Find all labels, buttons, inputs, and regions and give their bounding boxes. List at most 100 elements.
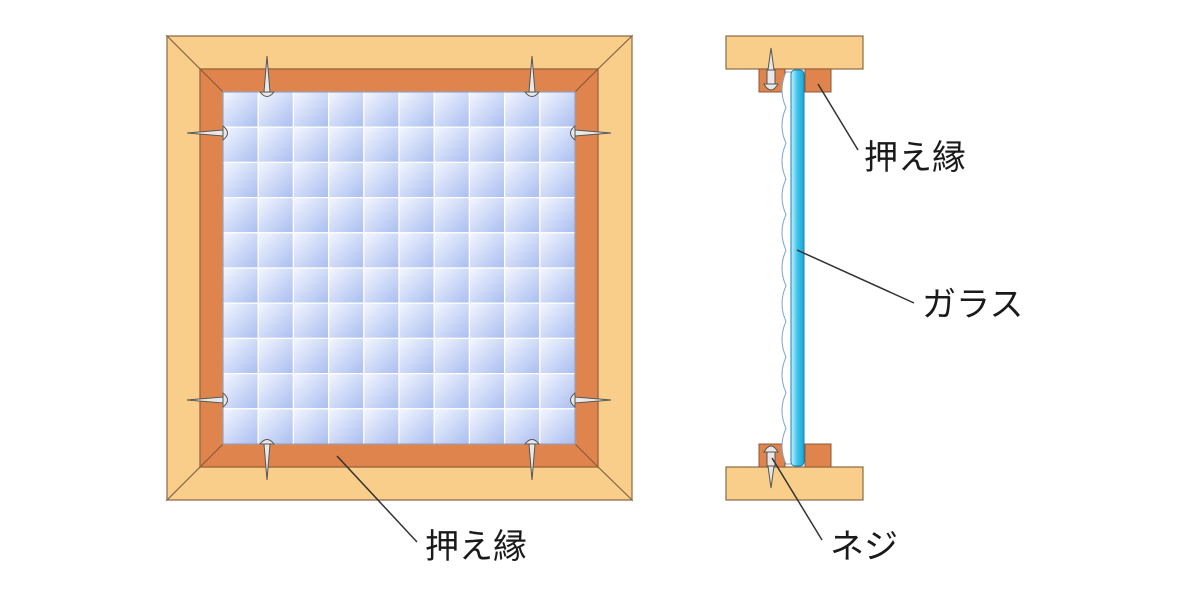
glass-tile xyxy=(257,91,295,128)
glass-tile xyxy=(433,161,471,199)
front-screws xyxy=(186,55,612,481)
glass-leader xyxy=(796,249,915,304)
screw-icon xyxy=(186,124,228,142)
glass-tile xyxy=(222,373,259,410)
glass-tile xyxy=(292,161,330,199)
front-stop-molding-label: 押え縁 xyxy=(425,527,527,567)
screw-icon xyxy=(258,55,276,97)
glass-tile xyxy=(504,408,541,445)
glass-tile xyxy=(433,197,471,234)
glass-tile xyxy=(328,373,365,410)
glass-pane-grid xyxy=(222,91,576,445)
glass-tile xyxy=(468,302,506,340)
glass-tile xyxy=(328,302,365,340)
glass-tile xyxy=(292,91,330,128)
glass-tile xyxy=(504,232,541,269)
glass-tile xyxy=(292,197,330,234)
glass-tile xyxy=(222,197,259,234)
glass-tile xyxy=(539,267,576,304)
screw-icon xyxy=(523,55,541,97)
glass-tile xyxy=(292,373,330,410)
glass-tile xyxy=(328,126,365,163)
glass-tile xyxy=(328,232,365,269)
glass-tile xyxy=(398,126,435,163)
glass-tile xyxy=(363,232,400,269)
glass-tile xyxy=(398,267,435,304)
glass-tile xyxy=(257,337,295,375)
glass-tile xyxy=(363,337,400,375)
side-view xyxy=(725,35,915,541)
glass-tile xyxy=(292,232,330,269)
glass-tile xyxy=(398,232,435,269)
glass-tile xyxy=(363,197,400,234)
glass-tile xyxy=(257,161,295,199)
glass-tile xyxy=(363,91,400,128)
side-stop-leader xyxy=(817,83,859,151)
glass-tile xyxy=(363,126,400,163)
glass-tile xyxy=(539,408,576,445)
glass-tile xyxy=(363,161,400,199)
side-stop-molding-label: 押え縁 xyxy=(864,138,966,178)
glass-tile xyxy=(328,408,365,445)
glass-tile xyxy=(539,161,576,199)
glass-tile xyxy=(468,91,506,128)
glass-tile xyxy=(539,197,576,234)
glass-tile xyxy=(398,91,435,128)
glass-tile xyxy=(504,91,541,128)
stop-molding xyxy=(198,67,600,469)
glass-tile xyxy=(468,373,506,410)
screw-icon xyxy=(523,439,541,481)
glass-tile xyxy=(222,408,259,445)
glass-tile xyxy=(363,302,400,340)
glass-tile xyxy=(433,232,471,269)
glass-tile xyxy=(257,408,295,445)
glass-tile xyxy=(328,197,365,234)
glass-tile xyxy=(504,302,541,340)
glass-tile xyxy=(398,408,435,445)
glass-tile xyxy=(328,337,365,375)
glass-tile xyxy=(398,337,435,375)
screw-leader xyxy=(771,457,823,541)
glass-tile xyxy=(257,126,295,163)
glass-tile xyxy=(539,126,576,163)
glass-tile xyxy=(539,373,576,410)
glass-patterned-face xyxy=(781,71,793,465)
glass-tile xyxy=(539,91,576,128)
glass-tile xyxy=(222,337,259,375)
glass-tile xyxy=(363,267,400,304)
glass-tile xyxy=(222,267,259,304)
glass-tile xyxy=(433,373,471,410)
glass-tile xyxy=(292,408,330,445)
screw-icon xyxy=(186,391,228,409)
glass-tile xyxy=(433,408,471,445)
glass-tile xyxy=(468,197,506,234)
glass-tile xyxy=(433,126,471,163)
glass-tile xyxy=(433,302,471,340)
glass-tile xyxy=(292,267,330,304)
side-screw-top xyxy=(763,47,779,91)
glass-tile xyxy=(257,373,295,410)
glass-tile xyxy=(539,232,576,269)
glass-tile xyxy=(222,161,259,199)
glass-tile xyxy=(292,126,330,163)
glass-tile xyxy=(504,337,541,375)
glass-tile xyxy=(504,126,541,163)
glass-tile xyxy=(504,161,541,199)
glass-edge xyxy=(790,69,805,467)
glass-tile xyxy=(398,197,435,234)
glass-tile xyxy=(292,337,330,375)
glass-tile xyxy=(222,91,259,128)
glass-tile xyxy=(222,232,259,269)
glass-tile xyxy=(468,232,506,269)
screw-icon xyxy=(570,391,612,409)
glass-tile xyxy=(504,197,541,234)
glass-tile xyxy=(257,267,295,304)
glass-tile xyxy=(433,337,471,375)
glass-tile xyxy=(257,197,295,234)
glass-tile xyxy=(328,91,365,128)
glass-tile xyxy=(398,373,435,410)
glass-tile xyxy=(257,232,295,269)
screw-icon xyxy=(570,124,612,142)
glass-tile xyxy=(328,267,365,304)
